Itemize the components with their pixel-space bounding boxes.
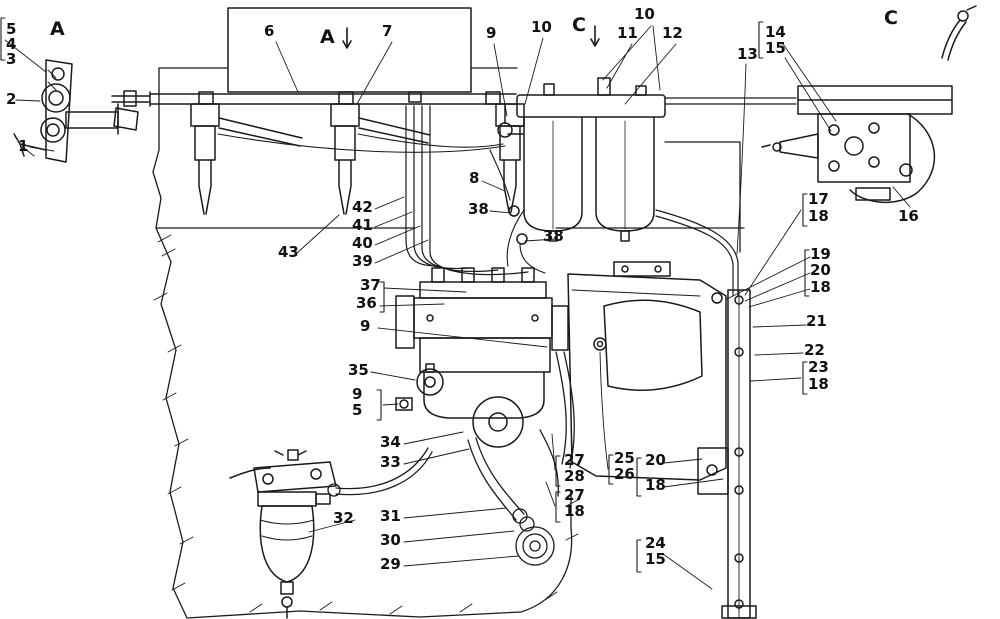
hose-coil-29 — [516, 527, 554, 565]
sediment-filter — [230, 450, 336, 618]
injector-3 — [496, 104, 524, 212]
view-a-detail — [14, 60, 138, 162]
stud-25-26 — [594, 338, 606, 350]
priming-pump — [417, 369, 443, 395]
engine-block-outline — [153, 68, 744, 618]
view-c-detail — [762, 6, 976, 202]
leak-off-lines — [218, 134, 510, 200]
injector-1 — [191, 104, 302, 214]
inspection-cover — [473, 397, 523, 447]
torn-edge-hatching — [154, 235, 580, 614]
banjo-bolt-38b — [517, 234, 527, 244]
high-pressure-pipes — [406, 106, 528, 275]
bell-housing — [568, 262, 728, 494]
fuel-rail — [112, 91, 516, 106]
view-direction-arrows — [343, 26, 599, 48]
lower-mount — [698, 448, 728, 494]
valve-cover — [228, 8, 471, 92]
injection-pump — [396, 268, 568, 447]
wing-nut — [288, 450, 298, 460]
injector-2 — [331, 104, 430, 214]
leader-lines — [5, 26, 910, 589]
side-plate — [722, 290, 756, 618]
filter-outlet-pipes — [656, 98, 796, 295]
callout-brackets — [1, 18, 809, 572]
bolt-19 — [712, 293, 722, 303]
fuel-hoses — [328, 352, 574, 565]
fuel-filters — [498, 78, 665, 273]
banjo-bolt-38a — [509, 206, 519, 216]
